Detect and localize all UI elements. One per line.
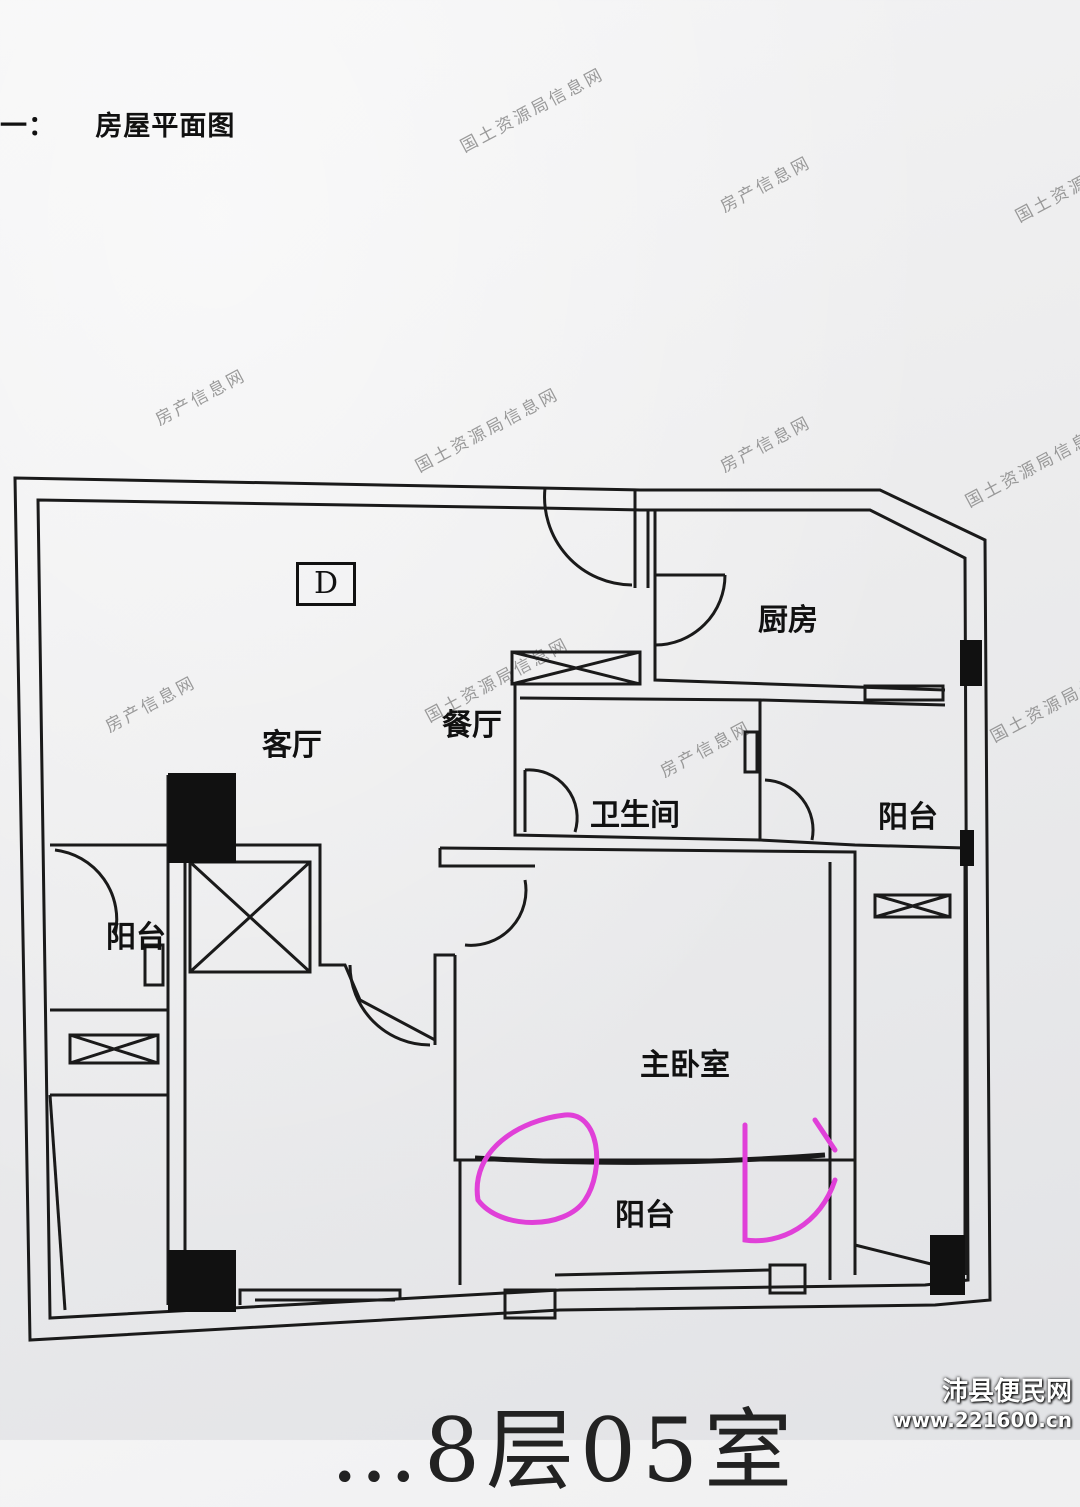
south-balcony-wall <box>458 1160 832 1285</box>
heading-title: 房屋平面图 <box>95 111 236 142</box>
door-swing <box>524 768 579 833</box>
room-label-bathroom: 卫生间 <box>590 798 680 833</box>
room-label-kitchen: 厨房 <box>758 603 818 638</box>
room-label-balcony-west: 阳台 <box>106 920 166 955</box>
door-swing <box>348 964 431 1047</box>
kitchen-wall <box>653 510 946 692</box>
duct-box <box>873 893 952 919</box>
door-swing <box>543 487 633 587</box>
east-balcony-wall <box>758 698 966 850</box>
door-swing <box>764 778 815 841</box>
room-label-balcony-south: 阳台 <box>615 1198 675 1233</box>
site-name: 沛县便民网 <box>941 1377 1072 1407</box>
master-bedroom-wall <box>439 846 857 1162</box>
door-swing <box>54 848 119 936</box>
west-balcony-wall <box>50 843 168 1097</box>
duct-box <box>510 650 642 686</box>
handwritten-marks <box>474 1112 838 1244</box>
heading-number: 一： <box>0 111 56 142</box>
room-label-balcony-east: 阳台 <box>878 800 938 835</box>
room-label-master-bedroom: 主卧室 <box>640 1048 730 1083</box>
outer-wall <box>13 476 992 1342</box>
room-label-living-room: 客厅 <box>262 728 322 763</box>
duct-box <box>68 1033 160 1065</box>
page-heading: 一： 房屋平面图 <box>0 104 235 143</box>
elevator <box>188 860 312 974</box>
door-swing <box>464 879 528 947</box>
door-swing <box>654 574 727 647</box>
site-url: www.221600.cn <box>893 1408 1072 1432</box>
entry-mark: D <box>296 562 356 606</box>
floor-plan <box>13 476 992 1342</box>
bracket-mark-right <box>742 1122 838 1244</box>
site-watermark-badge: 沛县便民网 www.221600.cn <box>893 1371 1072 1432</box>
shaft-wall <box>166 775 187 1305</box>
columns <box>168 640 982 1312</box>
window <box>743 730 759 774</box>
unit-number-text: …8层05室 <box>330 1399 798 1502</box>
room-label-dining-room: 餐厅 <box>442 708 502 743</box>
window <box>863 684 945 702</box>
circle-mark-left <box>474 1112 600 1225</box>
